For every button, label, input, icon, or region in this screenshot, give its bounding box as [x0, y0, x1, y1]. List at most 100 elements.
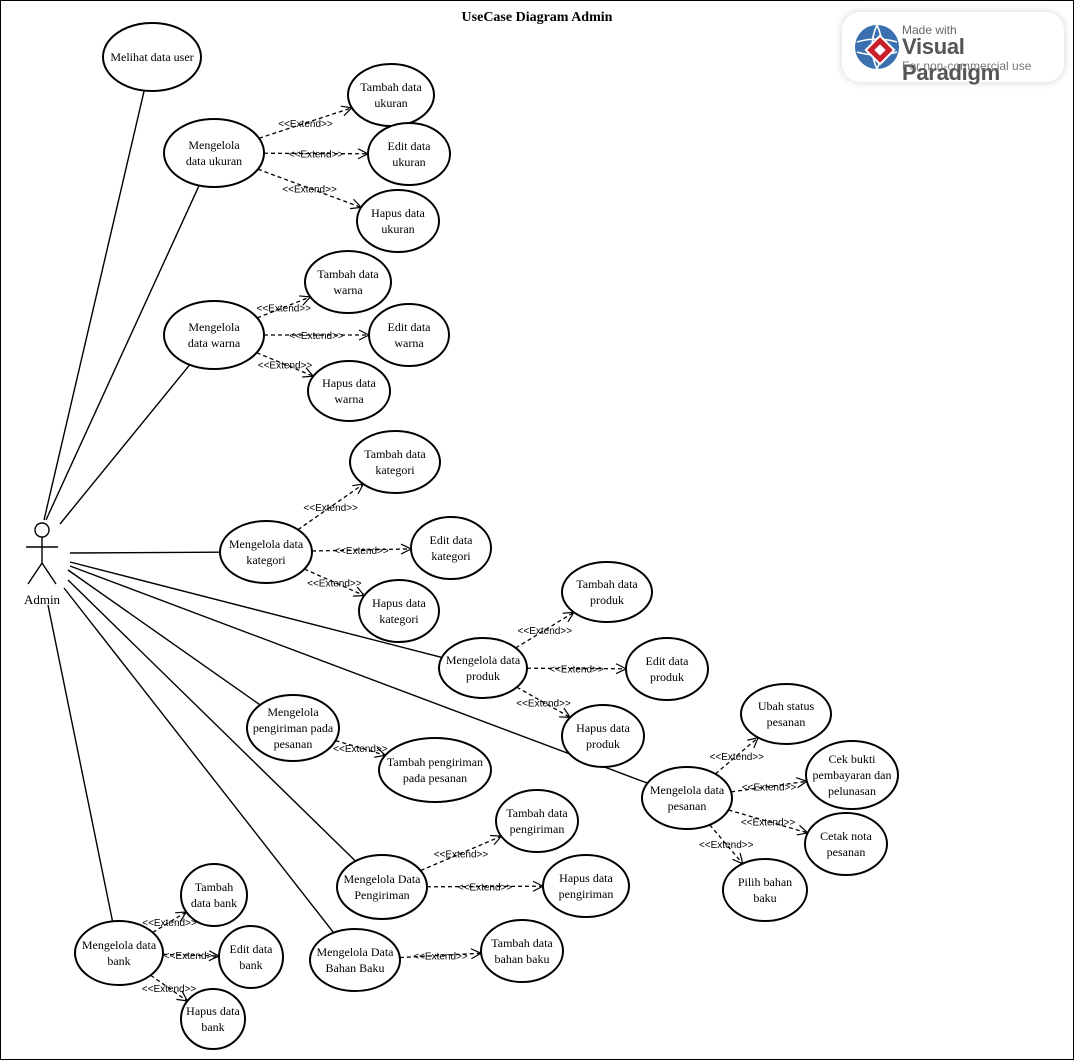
- watermark-subtitle: For non-commercial use: [902, 59, 1032, 73]
- extend-relation-hapus-ukuran: <<Extend>>: [257, 168, 361, 207]
- use-case-label: Melihat data user: [110, 50, 193, 64]
- extend-arrow: [516, 686, 570, 717]
- extend-label: <<Extend>>: [742, 783, 797, 794]
- extend-relation-edit-bank: <<Extend>>: [162, 951, 219, 962]
- extend-arrow: [515, 612, 574, 649]
- use-case-label: kategori: [246, 553, 286, 567]
- extend-label: <<Extend>>: [334, 546, 389, 557]
- extend-label: <<Extend>>: [710, 752, 765, 763]
- use-case-label: produk: [590, 593, 624, 607]
- use-case-ellipse: [349, 430, 441, 494]
- extend-relation-tambah-ukuran: <<Extend>>: [258, 108, 352, 139]
- use-case-label: pesanan: [827, 845, 866, 859]
- extend-arrow: [304, 568, 364, 596]
- use-case-ellipse: [722, 858, 808, 922]
- use-case-label: Mengelola data: [650, 783, 725, 797]
- use-case-label: Edit data: [230, 942, 274, 956]
- use-case-label: Hapus data: [322, 376, 376, 390]
- use-case-label: Mengelola: [267, 705, 319, 719]
- association-line-melihat: [43, 90, 145, 521]
- extend-relation-tambah-produk: <<Extend>>: [515, 612, 574, 649]
- extend-label: <<Extend>>: [278, 119, 333, 130]
- extend-relation-tambah-bahan: <<Extend>>: [399, 951, 481, 962]
- use-case-label: pengiriman: [559, 887, 614, 901]
- use-case-label: Tambah data: [506, 806, 568, 820]
- visual-paradigm-watermark: Made with Visual Paradigm For non-commer…: [842, 12, 1064, 85]
- extend-arrow: [297, 484, 363, 531]
- use-case-ellipse: [180, 988, 246, 1050]
- use-case-ellipse: [410, 516, 492, 580]
- extend-arrow: [731, 781, 807, 793]
- use-case-melihat[interactable]: Melihat data user: [102, 22, 202, 92]
- stick-figure-icon: [26, 522, 58, 585]
- use-case-label: Mengelola Data: [317, 945, 395, 959]
- use-case-label: Mengelola Data: [344, 872, 422, 886]
- actor-label: Admin: [24, 592, 61, 607]
- extend-label: <<Extend>>: [164, 951, 219, 962]
- use-case-label: warna: [394, 336, 424, 350]
- use-case-label: ukuran: [374, 96, 407, 110]
- actor-admin[interactable]: Admin: [24, 522, 61, 607]
- use-case-ellipse: [219, 520, 313, 584]
- extend-arrow: [162, 954, 219, 956]
- extend-label: <<Extend>>: [307, 578, 362, 589]
- use-case-label: Pengiriman: [354, 888, 409, 902]
- use-case-ellipse: [304, 250, 392, 314]
- association-line-bahan-baku: [63, 587, 335, 934]
- extend-label: <<Extend>>: [257, 303, 312, 314]
- extend-arrow: [714, 738, 758, 775]
- association-line-bank: [47, 604, 114, 922]
- extend-arrow: [335, 739, 386, 756]
- use-case-label: data ukuran: [186, 154, 242, 168]
- use-case-ellipse: [804, 812, 888, 876]
- visual-paradigm-logo-icon: [855, 24, 899, 70]
- extend-relation-tambah-bank: <<Extend>>: [142, 912, 197, 933]
- extend-relation-edit-warna: <<Extend>>: [264, 331, 369, 342]
- use-case-ellipse: [74, 920, 164, 986]
- extend-relation-edit-produk: <<Extend>>: [526, 665, 626, 676]
- extend-relation-edit-ukuran: <<Extend>>: [263, 150, 368, 161]
- extend-relation-hapus-warna: <<Extend>>: [256, 352, 314, 376]
- use-case-label: bank: [201, 1020, 224, 1034]
- extend-label: <<Extend>>: [282, 184, 337, 195]
- extend-arrow: [256, 352, 314, 376]
- association-line-produk: [69, 561, 442, 659]
- use-case-ellipse: [336, 854, 428, 920]
- use-case-ellipse: [307, 360, 391, 422]
- extend-relation-tambah-pengiriman: <<Extend>>: [420, 836, 502, 872]
- extend-arrow: [420, 836, 502, 872]
- extend-arrow: [426, 886, 543, 887]
